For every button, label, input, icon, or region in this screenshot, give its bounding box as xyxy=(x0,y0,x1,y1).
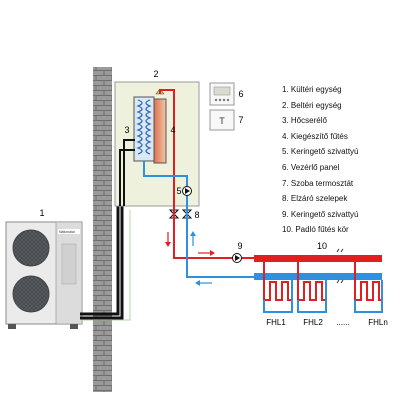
legend-item: 3. Hőcserélő xyxy=(282,116,327,126)
backup-heater xyxy=(153,88,167,164)
callout-3: 3 xyxy=(124,125,129,135)
floor-loop-label-2: FHL2 xyxy=(303,318,323,327)
floor-loop-label-ellipsis: ...... xyxy=(336,318,349,327)
legend-list: 1. Kültéri egység 2. Beltéri egység 3. H… xyxy=(282,82,358,238)
return-manifold xyxy=(254,273,382,280)
supply-pipe-down xyxy=(173,206,272,259)
floor-loop-1 xyxy=(263,262,293,313)
outdoor-unit-brand: Nationalal xyxy=(59,230,75,234)
callout-9: 9 xyxy=(237,241,242,251)
flow-arrows xyxy=(165,231,215,286)
floor-loop-label-1: FHL1 xyxy=(266,318,286,327)
supply-manifold xyxy=(254,255,382,262)
floor-heating-loops xyxy=(263,262,383,313)
refrigerant-line-2 xyxy=(80,206,120,316)
circulation-pump-floor xyxy=(232,253,242,263)
callout-4: 4 xyxy=(170,125,175,135)
legend-item: 9. Keringető szivattyú xyxy=(282,209,359,219)
return-pipe-down xyxy=(186,206,272,278)
building-wall xyxy=(93,67,112,392)
floor-loop-label-n: FHLn xyxy=(368,318,388,327)
power-cable xyxy=(82,210,131,321)
legend-item: 10. Padló fűtés kör xyxy=(282,225,349,235)
room-thermostat: T xyxy=(209,109,235,131)
legend-item: 1. Kültéri egység xyxy=(282,85,342,94)
legend-item: 6. Vezérlő panel xyxy=(282,162,340,172)
legend-item: 7. Szoba termosztát xyxy=(282,178,354,188)
fan-grille-top xyxy=(12,229,50,267)
outdoor-unit: Nationalal xyxy=(5,221,83,329)
control-panel xyxy=(209,82,235,106)
refrigerant-line-1 xyxy=(80,206,124,320)
callout-1: 1 xyxy=(39,208,44,218)
legend-item: 2. Beltéri egység xyxy=(282,100,342,110)
legend-item: 5. Keringető szivattyú xyxy=(282,147,359,157)
callout-8: 8 xyxy=(194,210,199,220)
thermostat-letter: T xyxy=(219,116,225,126)
circulation-pump-indoor xyxy=(182,186,192,196)
fan-grille-bottom xyxy=(12,275,50,313)
floor-loop-n xyxy=(354,262,383,313)
legend-item: 8. Elzáró szelepek xyxy=(282,194,348,204)
indoor-refrigerant-pipes xyxy=(119,139,135,206)
callout-6: 6 xyxy=(238,89,243,99)
heat-exchanger xyxy=(133,96,155,162)
floor-loop-2 xyxy=(297,262,327,313)
manifold-break-marks xyxy=(336,248,344,284)
callout-2: 2 xyxy=(153,69,158,79)
callout-5: 5 xyxy=(176,186,181,196)
legend-item: 4. Kiegészítő fűtés xyxy=(282,131,348,141)
callout-7: 7 xyxy=(238,115,243,125)
indoor-supply-pipe xyxy=(159,89,175,206)
callout-10: 10 xyxy=(317,241,327,251)
